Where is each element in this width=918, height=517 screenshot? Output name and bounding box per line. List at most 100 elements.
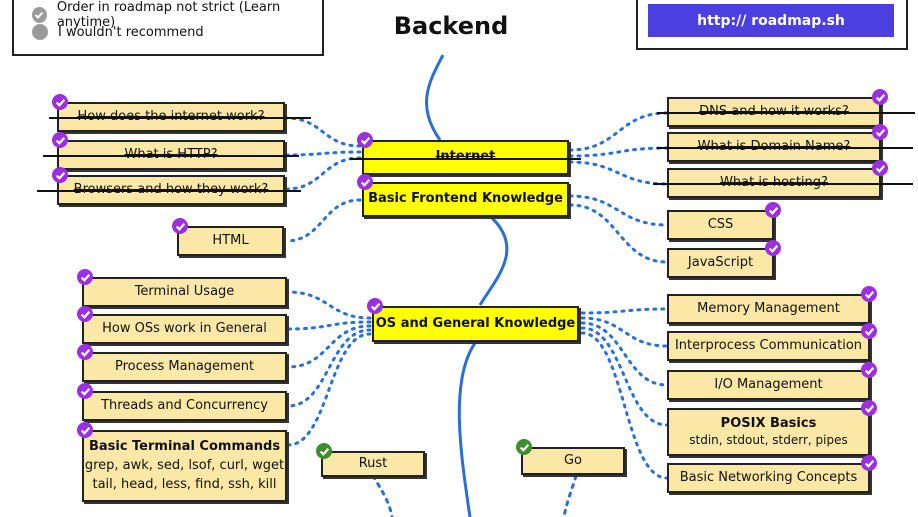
rust-path-curve: [371, 474, 394, 517]
legend-item-not-recommended: I wouldn't recommend: [32, 24, 204, 40]
strikethrough-line: [350, 157, 581, 160]
check-icon: [316, 443, 332, 459]
node-label: JavaScript: [687, 254, 754, 270]
connector-line: [286, 332, 372, 447]
connector-line: [286, 320, 372, 331]
check-icon: [765, 240, 781, 256]
check-icon: [52, 132, 68, 148]
node-memory-mgmt[interactable]: Memory Management: [667, 294, 870, 324]
node-ipc[interactable]: Interprocess Communication: [667, 331, 870, 361]
connector-line: [286, 290, 372, 320]
node-label: What is Domain Name?: [698, 139, 851, 155]
check-icon: [861, 455, 877, 471]
check-icon: [357, 132, 373, 148]
url-box: http:// roadmap.sh: [636, 0, 908, 50]
node-threads[interactable]: Threads and Concurrency: [82, 391, 287, 421]
main-path-curve-bot: [457, 342, 477, 517]
node-label: Threads and Concurrency: [101, 397, 268, 413]
check-icon: [77, 383, 93, 399]
check-icon: [872, 160, 888, 176]
node-label: Basic Frontend Knowledge: [368, 191, 563, 207]
node-label: Terminal Usage: [134, 283, 235, 299]
connector-line: [284, 150, 362, 157]
check-icon: [872, 89, 888, 105]
node-sublabel: tail, head, less, find, ssh, kill: [92, 477, 277, 493]
node-label: What is hosting?: [720, 175, 828, 191]
legend-label-not-recommended: I wouldn't recommend: [58, 24, 204, 40]
connector-line: [568, 111, 669, 152]
connector-line: [568, 203, 669, 264]
node-label: OS and General Knowledge: [375, 315, 576, 331]
node-label: Rust: [358, 455, 388, 471]
connector-line: [568, 160, 669, 186]
node-label: Memory Management: [697, 300, 840, 316]
check-icon: [77, 306, 93, 322]
connector-line: [580, 316, 669, 348]
main-path-curve-top: [425, 54, 445, 141]
strikethrough-line: [43, 155, 299, 157]
roadmap-url-link[interactable]: http:// roadmap.sh: [648, 4, 894, 37]
main-path: [371, 54, 578, 517]
check-icon: [52, 94, 68, 110]
check-icon: [77, 269, 93, 285]
connector-line: [580, 307, 669, 315]
node-networking[interactable]: Basic Networking Concepts: [667, 463, 870, 493]
check-icon: [77, 344, 93, 360]
connector-line: [284, 156, 362, 191]
node-terminal-usage[interactable]: Terminal Usage: [82, 277, 287, 307]
main-path-curve-mid: [478, 216, 509, 306]
node-javascript[interactable]: JavaScript: [667, 248, 774, 278]
node-css[interactable]: CSS: [667, 210, 774, 240]
node-label: Basic Networking Concepts: [679, 469, 858, 485]
check-icon: [77, 422, 93, 438]
strikethrough-line: [653, 183, 913, 185]
check-icon: [516, 439, 532, 455]
check-icon: [861, 286, 877, 302]
connector-line: [580, 326, 669, 427]
node-label: Browsers and how they work?: [74, 182, 269, 198]
node-label: Interprocess Communication: [674, 337, 863, 353]
check-icon: [861, 362, 877, 378]
node-label: Process Management: [114, 358, 255, 374]
node-process-mgmt[interactable]: Process Management: [82, 352, 287, 382]
legend-label-order: Order in roadmap not strict (Learn anyti…: [56, 0, 281, 30]
node-how-os[interactable]: How OSs work in General: [82, 314, 287, 344]
node-label: DNS and how it works?: [699, 104, 849, 120]
legend-box: Order in roadmap not strict (Learn anyti…: [12, 0, 324, 56]
check-icon: [765, 202, 781, 218]
strikethrough-line: [657, 112, 915, 114]
strikethrough-line: [37, 190, 301, 192]
node-html[interactable]: HTML: [177, 226, 284, 256]
node-label: HTML: [212, 232, 249, 248]
node-sublabel: grep, awk, sed, lsof, curl, wget: [84, 457, 285, 473]
go-path-curve: [562, 474, 578, 517]
legend-item-order: Order in roadmap not strict (Learn anyti…: [32, 0, 322, 30]
connector-line: [568, 146, 669, 158]
node-label: Internet: [436, 149, 496, 165]
strikethrough-line: [49, 117, 311, 119]
node-rust[interactable]: Rust: [321, 451, 425, 477]
node-label: POSIX Basics: [720, 416, 817, 432]
node-label: I/O Management: [714, 376, 823, 392]
node-sublabel: stdin, stdout, stderr, pipes: [689, 432, 848, 447]
connectors: [284, 111, 669, 480]
node-os-general[interactable]: OS and General Knowledge: [372, 306, 579, 342]
connector-line: [568, 194, 669, 227]
node-label: Go: [563, 452, 583, 468]
node-io-mgmt[interactable]: I/O Management: [667, 370, 870, 400]
grey-dot-icon: [32, 24, 48, 40]
check-icon: [357, 174, 373, 190]
check-icon: [861, 400, 877, 416]
node-go[interactable]: Go: [521, 447, 625, 475]
node-label: How OSs work in General: [102, 320, 267, 336]
connector-line: [286, 328, 372, 408]
page-title: Backend: [393, 12, 509, 40]
check-icon: [861, 323, 877, 339]
check-icon: [172, 218, 188, 234]
node-label: What is HTTP?: [125, 147, 218, 163]
node-basic-frontend[interactable]: Basic Frontend Knowledge: [362, 182, 569, 217]
node-label: CSS: [707, 216, 734, 232]
